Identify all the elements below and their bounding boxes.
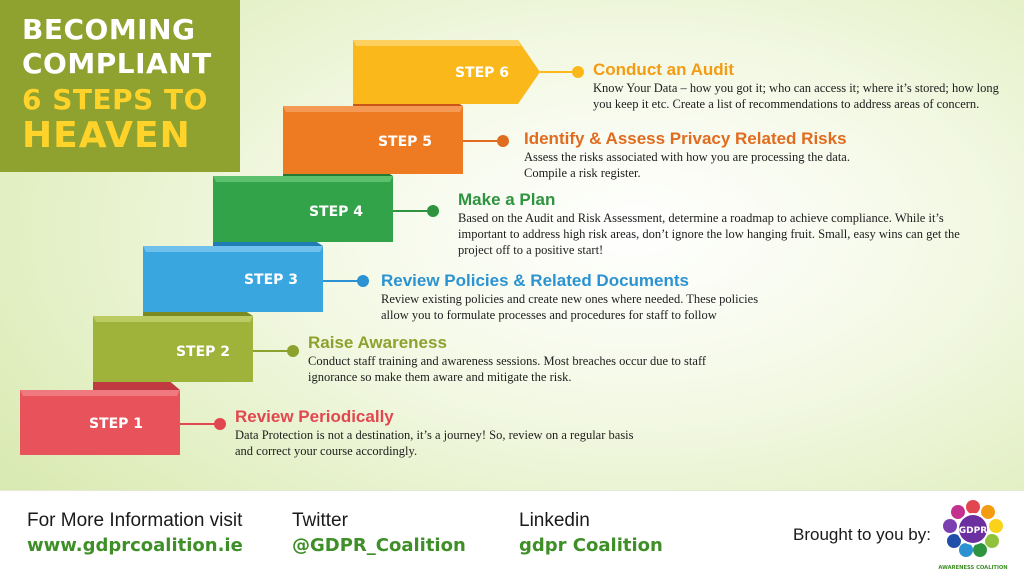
step-1-description: Data Protection is not a destination, it… [235, 428, 634, 458]
gdpr-coalition-logo: GDPR AWARENESS COALITION [938, 500, 1008, 571]
step-6-heading: Conduct an Audit [593, 60, 735, 79]
step-4-heading: Make a Plan [458, 190, 556, 209]
step-5-description: Assess the risks associated with how you… [524, 150, 850, 180]
twitter-handle-link[interactable]: @GDPR_Coalition [292, 535, 466, 556]
step-3-label: STEP 3 [243, 272, 299, 288]
info-label: For More Information visit [27, 510, 243, 531]
step-4-label: STEP 4 [308, 204, 364, 220]
logo-caption: AWARENESS COALITION [938, 565, 1007, 571]
title-line-1: BECOMING [22, 13, 196, 46]
title-banner [0, 0, 240, 172]
brought-by-label: Brought to you by: [793, 525, 931, 544]
website-link[interactable]: www.gdprcoalition.ie [27, 535, 243, 556]
step-2-description: Conduct staff training and awareness ses… [308, 354, 707, 384]
step-2-heading: Raise Awareness [308, 333, 447, 352]
step-3-description: Review existing policies and create new … [381, 292, 759, 322]
step-6-label: STEP 6 [454, 65, 510, 81]
step-1-label: STEP 1 [88, 416, 144, 432]
logo-text: GDPR [959, 526, 987, 536]
title-line-4: HEAVEN [22, 115, 191, 156]
step-5-heading: Identify & Assess Privacy Related Risks [524, 129, 847, 148]
step-2-label: STEP 2 [175, 344, 231, 360]
step-3-heading: Review Policies & Related Documents [381, 271, 689, 290]
step-5-label: STEP 5 [377, 134, 433, 150]
title-line-2: COMPLIANT [22, 47, 212, 80]
linkedin-label: Linkedin [519, 510, 590, 531]
step-6-description: Know Your Data – how you got it; who can… [593, 81, 999, 111]
step-4-description: Based on the Audit and Risk Assessment, … [458, 211, 960, 257]
linkedin-link[interactable]: gdpr Coalition [519, 535, 663, 556]
footer: For More Information visit www.gdprcoali… [0, 490, 1024, 577]
title-line-3: 6 STEPS TO [22, 83, 208, 116]
step-1-heading: Review Periodically [235, 407, 394, 426]
twitter-label: Twitter [292, 510, 348, 531]
